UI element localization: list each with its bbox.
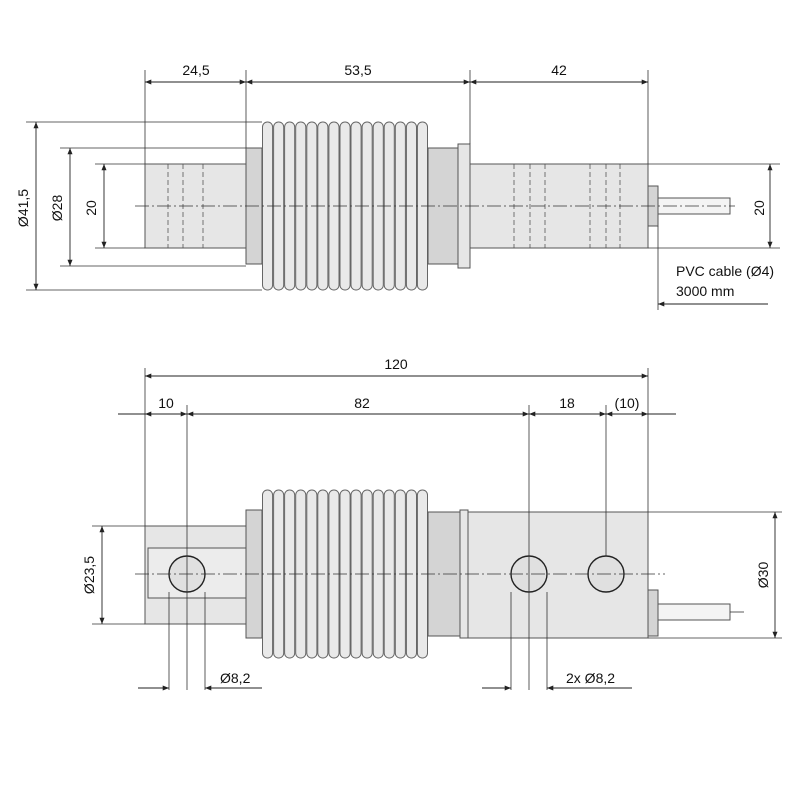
dim-dia-left: Ø23,5 xyxy=(81,556,97,594)
dim-height-left: 20 xyxy=(83,200,99,216)
dim-hole-left: Ø8,2 xyxy=(220,670,251,686)
dim-end-left: 10 xyxy=(158,395,174,411)
top-view: 24,5 53,5 42 Ø41,5 Ø28 20 20 PVC cable (… xyxy=(15,62,780,310)
side-cable-gland xyxy=(647,589,659,637)
dim-end-right: (10) xyxy=(615,395,640,411)
side-view: 120 10 82 18 (10) Ø23,5 Ø30 Ø8,2 2x Ø8,2 xyxy=(81,356,782,691)
dim-len-left: 24,5 xyxy=(182,62,209,78)
cable-note-line2: 3000 mm xyxy=(676,283,734,299)
dim-dia-outer: Ø41,5 xyxy=(15,189,31,227)
dim-hole-spacing: 18 xyxy=(559,395,575,411)
dim-hole-right: 2x Ø8,2 xyxy=(566,670,615,686)
dim-dia-mid: Ø28 xyxy=(49,195,65,222)
dim-total: 120 xyxy=(384,356,408,372)
dim-len-mid: 53,5 xyxy=(344,62,371,78)
cable-note-line1: PVC cable (Ø4) xyxy=(676,263,774,279)
dim-dia-right: Ø30 xyxy=(755,562,771,589)
side-cable xyxy=(657,603,731,621)
dim-len-right: 42 xyxy=(551,62,567,78)
dim-hole-span: 82 xyxy=(354,395,370,411)
dim-height-right: 20 xyxy=(751,200,767,216)
